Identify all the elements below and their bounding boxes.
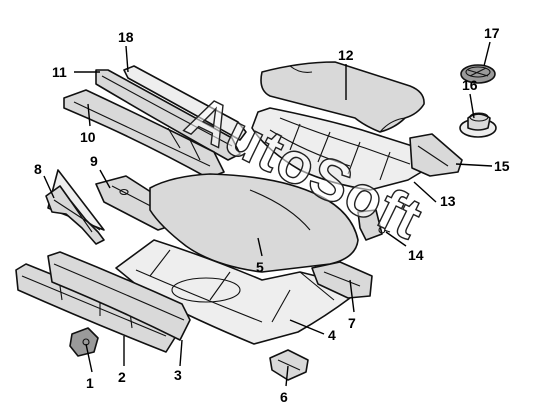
leader-17 — [483, 41, 491, 67]
leader-14 — [385, 231, 407, 247]
part-18-upper-trim — [123, 65, 247, 141]
callout-15: 15 — [494, 158, 510, 174]
leader-3 — [179, 339, 183, 367]
callout-13: 13 — [440, 193, 456, 209]
part-3-lower-rail — [47, 251, 191, 341]
part-12-trunk-liner — [260, 61, 425, 133]
leader-18 — [125, 45, 129, 73]
callout-10: 10 — [80, 129, 96, 145]
part-16-plug — [459, 112, 497, 138]
leader-lines — [43, 41, 493, 387]
part-8-warning-triangle — [45, 169, 105, 245]
leader-13 — [413, 181, 437, 203]
part-11-upper-beam — [95, 69, 241, 161]
leader-15 — [455, 163, 493, 167]
part-15-cross-rail — [409, 133, 463, 177]
callout-7: 7 — [348, 315, 356, 331]
leader-10 — [87, 103, 91, 127]
part-5-floor-mat — [149, 173, 359, 273]
part-13-parcel-shelf — [251, 107, 429, 191]
part-4-floor-pan — [115, 239, 351, 345]
callout-5: 5 — [256, 259, 264, 275]
callout-9: 9 — [90, 153, 98, 169]
part-1-small-bracket — [69, 327, 99, 357]
callout-2: 2 — [118, 369, 126, 385]
callout-14: 14 — [408, 247, 424, 263]
callout-6: 6 — [280, 389, 288, 405]
leader-9 — [99, 169, 111, 189]
callout-labels: 1 2 3 4 5 6 7 8 9 10 11 12 13 14 15 16 1… — [34, 25, 510, 405]
leader-16 — [469, 93, 475, 119]
leader-8 — [43, 175, 55, 199]
callout-4: 4 — [328, 327, 336, 343]
leader-1 — [85, 343, 93, 373]
callout-17: 17 — [484, 25, 500, 41]
callout-12: 12 — [338, 47, 354, 63]
part-6-end-plate — [269, 349, 309, 381]
callout-8: 8 — [34, 161, 42, 177]
callout-3: 3 — [174, 367, 182, 383]
leader-6 — [285, 365, 289, 387]
callout-1: 1 — [86, 375, 94, 391]
leader-7 — [349, 279, 355, 313]
leader-4 — [289, 319, 325, 335]
leader-5 — [257, 237, 263, 257]
part-17-rubber-cap — [460, 64, 496, 84]
callout-16: 16 — [462, 77, 478, 93]
part-7-reinforcement — [311, 261, 373, 299]
callout-11: 11 — [52, 64, 67, 80]
part-14-hinge-bracket — [357, 209, 391, 241]
callout-18: 18 — [118, 29, 134, 45]
